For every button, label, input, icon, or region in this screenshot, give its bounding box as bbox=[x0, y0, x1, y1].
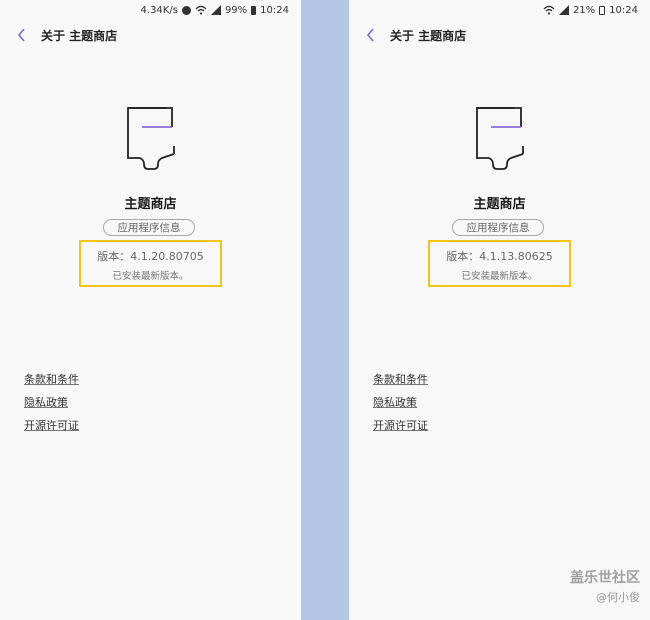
separator bbox=[301, 0, 349, 620]
status-bar: 21% 10:24 bbox=[543, 3, 638, 17]
legal-links: 条款和条件 隐私政策 开源许可证 bbox=[24, 371, 79, 440]
watermark-author: @何小俊 bbox=[596, 591, 640, 604]
page-title: 关于 主题商店 bbox=[390, 29, 467, 43]
battery-icon bbox=[599, 5, 606, 15]
version-highlight-box: 版本：4.1.20.80705 已安装最新版本。 bbox=[79, 240, 222, 287]
signal-icon bbox=[210, 5, 221, 15]
battery-icon bbox=[251, 5, 257, 15]
watermark: 盖乐世社区 @何小俊 bbox=[570, 567, 640, 605]
signal-icon bbox=[558, 5, 569, 15]
clock: 10:24 bbox=[609, 4, 638, 16]
clock: 10:24 bbox=[260, 4, 289, 16]
version-text: 版本：4.1.13.80625 bbox=[446, 250, 553, 263]
install-status: 已安装最新版本。 bbox=[112, 271, 189, 282]
back-chevron-icon[interactable] bbox=[364, 26, 378, 44]
app-name: 主题商店 bbox=[124, 197, 177, 212]
wifi-icon bbox=[195, 5, 207, 15]
app-name: 主题商店 bbox=[473, 197, 526, 212]
app-header: 关于 主题商店 bbox=[349, 26, 650, 46]
privacy-link[interactable]: 隐私政策 bbox=[373, 396, 417, 409]
battery-percent: 21% bbox=[572, 4, 596, 16]
terms-link[interactable]: 条款和条件 bbox=[373, 373, 428, 386]
legal-links: 条款和条件 隐私政策 开源许可证 bbox=[373, 371, 428, 440]
install-status: 已安装最新版本。 bbox=[461, 271, 538, 282]
status-bar: 4.34K/s 99% 10:24 bbox=[141, 3, 289, 17]
watermark-community: 盖乐世社区 bbox=[570, 570, 640, 586]
wifi-icon bbox=[543, 5, 555, 15]
app-info-button[interactable]: 应用程序信息 bbox=[452, 219, 544, 236]
open-source-license-link[interactable]: 开源许可证 bbox=[24, 419, 79, 432]
page-title: 关于 主题商店 bbox=[41, 29, 118, 43]
battery-percent: 99% bbox=[224, 4, 248, 16]
network-speed: 4.34K/s bbox=[140, 4, 178, 16]
open-source-license-link[interactable]: 开源许可证 bbox=[373, 419, 428, 432]
alarm-icon bbox=[181, 5, 191, 15]
paintbrush-icon bbox=[127, 107, 175, 170]
back-chevron-icon[interactable] bbox=[15, 26, 29, 44]
paintbrush-icon bbox=[476, 107, 524, 170]
version-text: 版本：4.1.20.80705 bbox=[97, 250, 204, 263]
privacy-link[interactable]: 隐私政策 bbox=[24, 396, 68, 409]
left-screenshot: 4.34K/s 99% 10:24 关于 主题商店 主题商店 应用程序信息 版本… bbox=[0, 0, 301, 620]
terms-link[interactable]: 条款和条件 bbox=[24, 373, 79, 386]
version-highlight-box: 版本：4.1.13.80625 已安装最新版本。 bbox=[428, 240, 571, 287]
app-info-button[interactable]: 应用程序信息 bbox=[103, 219, 195, 236]
app-header: 关于 主题商店 bbox=[0, 26, 301, 46]
right-screenshot: 21% 10:24 关于 主题商店 主题商店 应用程序信息 版本：4.1.13.… bbox=[349, 0, 650, 620]
